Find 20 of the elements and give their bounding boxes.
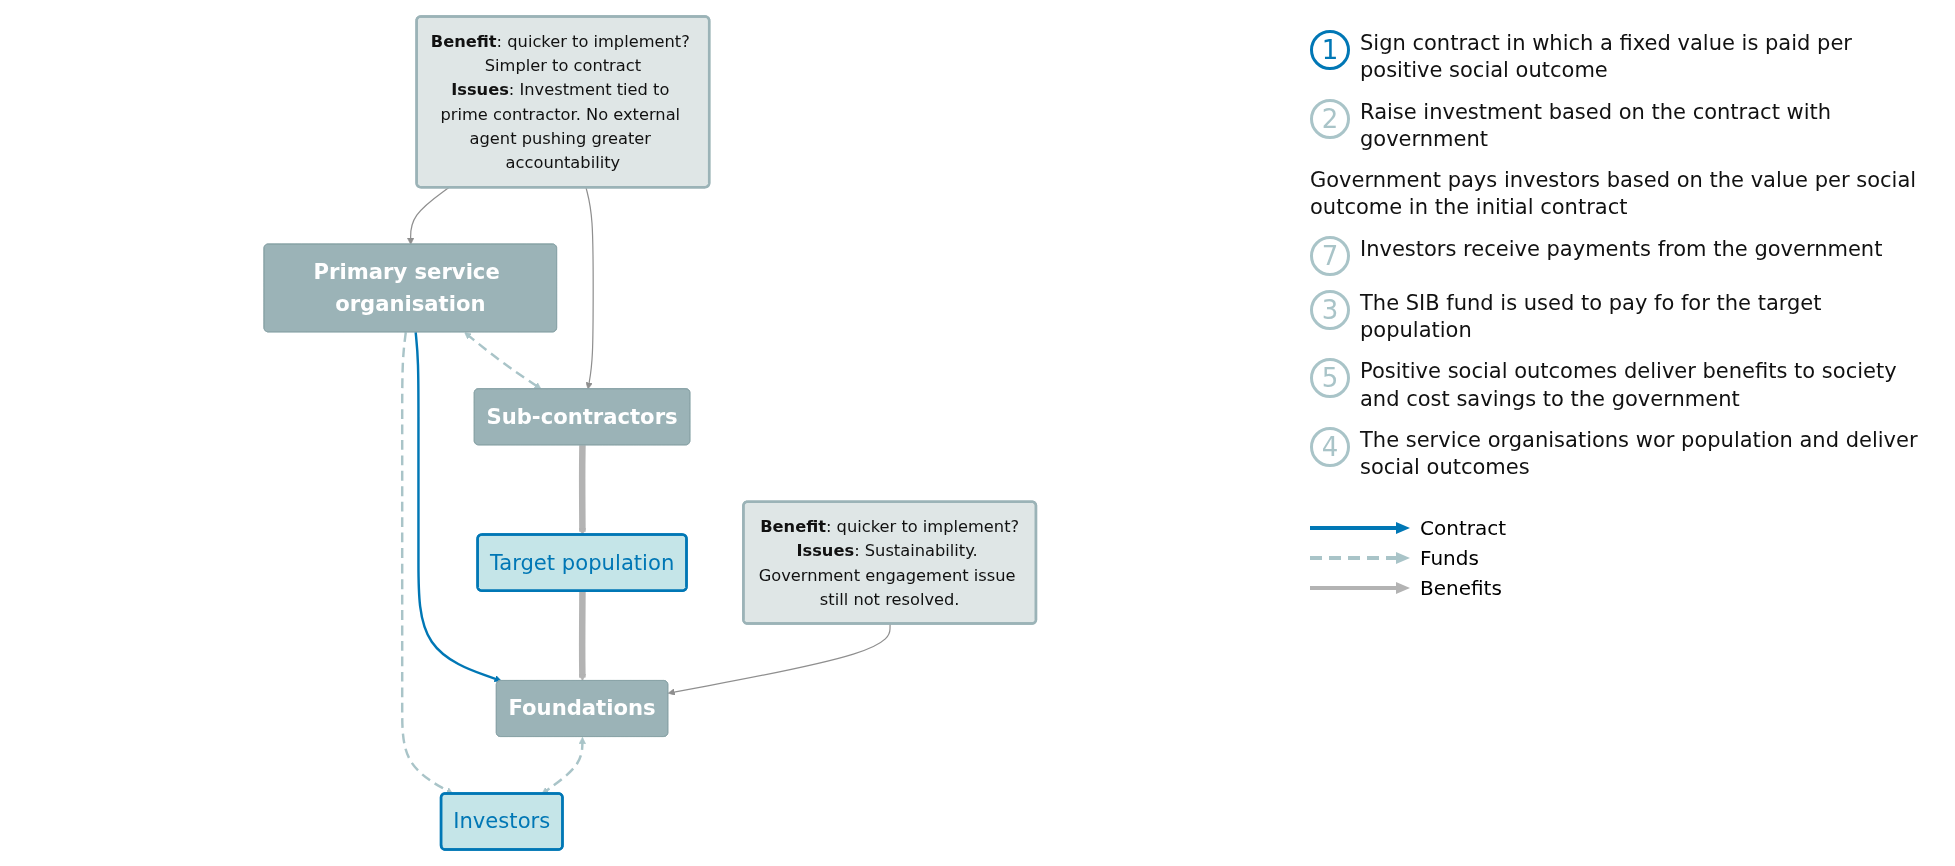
arrow: [667, 623, 891, 696]
step-number: 5: [1310, 358, 1350, 399]
arrow: [578, 591, 586, 682]
step-annotation: Sign contract in which a fixed value is paid per positive social outcome: [1360, 30, 1853, 85]
step-annotation: Investors receive payments from the government: [1360, 235, 1883, 263]
arrow: [414, 332, 502, 683]
arrow: [464, 332, 542, 390]
step-annotation: The SIB fund is used to pay fo for the target population: [1360, 289, 1823, 345]
legend-label: Funds: [1420, 545, 1479, 570]
step-number: 3: [1310, 289, 1350, 330]
legend-label: Contract: [1420, 515, 1507, 540]
step-annotation: Positive social outcomes deliver benefits to society and cost savings to the government: [1360, 358, 1898, 413]
step-number: 2: [1310, 98, 1350, 139]
legend-label: Benefits: [1420, 575, 1502, 600]
step-number: 7: [1310, 235, 1350, 276]
step-annotation: Government pays investors based on the value per social outcome in the initial contract: [1310, 167, 1918, 222]
step-number: 4: [1310, 426, 1350, 467]
step-annotation: Raise investment based on the contract with government: [1360, 98, 1833, 153]
step-number: 1: [1310, 30, 1350, 70]
step-annotation: The service organisations wor population and deliver social outcomes: [1360, 426, 1919, 482]
